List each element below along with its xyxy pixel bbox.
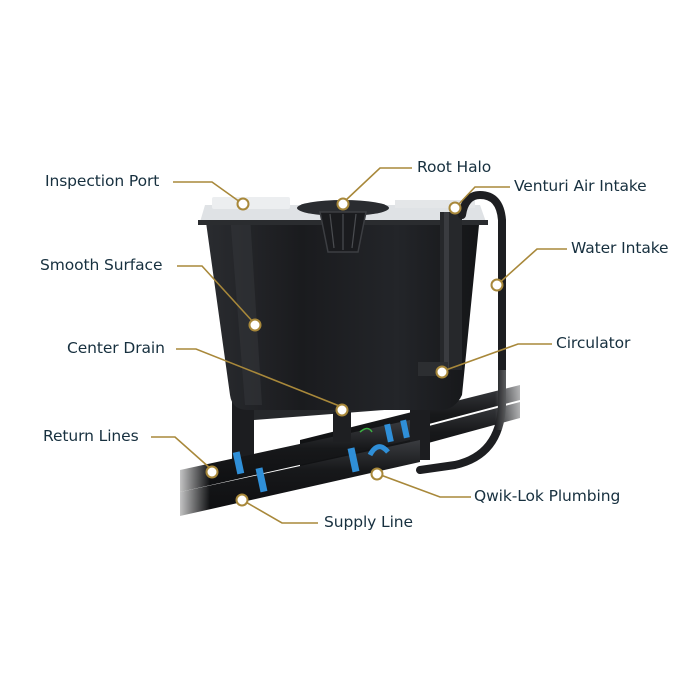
callout-dots [205,197,504,507]
bucket-body [205,215,480,410]
label-qwik-lok-plumbing: Qwik-Lok Plumbing [474,487,621,505]
label-inspection-port: Inspection Port [45,172,160,190]
callout-dot-supply-line [235,493,249,507]
callout-dot-smooth-surface [248,318,262,332]
label-water-intake: Water Intake [571,239,669,257]
callout-dot-return-lines [205,465,219,479]
callout-dot-circulator [435,365,449,379]
label-venturi-air-intake: Venturi Air Intake [514,177,647,195]
label-supply-line: Supply Line [324,513,413,531]
label-return-lines: Return Lines [43,427,139,445]
label-smooth-surface: Smooth Surface [40,256,163,274]
callout-dot-water-intake [490,278,504,292]
label-root-halo: Root Halo [417,158,492,176]
callout-dot-qwik-lok-plumbing [370,467,384,481]
callout-dot-root-halo [336,197,350,211]
label-circulator: Circulator [556,334,631,352]
callout-dot-inspection-port [236,197,250,211]
pipes-front [180,412,420,516]
callout-dot-venturi-air-intake [448,201,462,215]
label-center-drain: Center Drain [67,339,165,357]
water-intake-hose [416,190,506,474]
callout-dot-center-drain [335,403,349,417]
callout-lines [151,167,567,524]
